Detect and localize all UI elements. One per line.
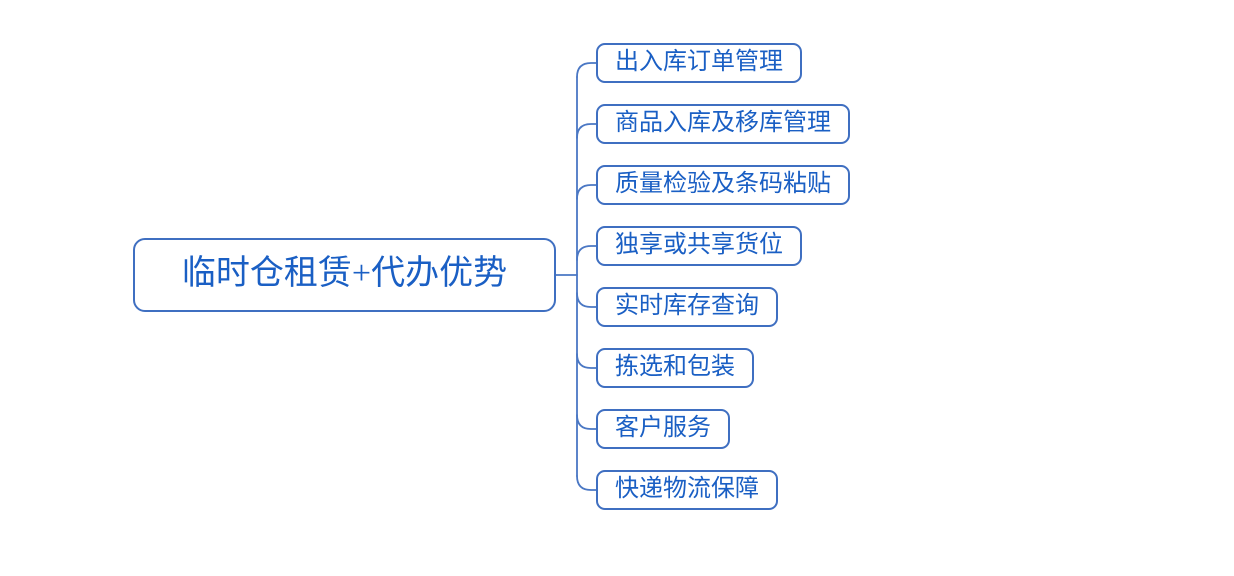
branch-line [576,414,597,430]
branch-line [576,62,597,78]
mindmap-branch-node[interactable]: 拣选和包装 [596,348,754,388]
mindmap-branch-node[interactable]: 实时库存查询 [596,287,778,327]
mindmap-branch-node[interactable]: 客户服务 [596,409,730,449]
branch-line [576,353,597,369]
mindmap-root-node[interactable]: 临时仓租赁+代办优势 [133,238,556,312]
mindmap-branch-node[interactable]: 商品入库及移库管理 [596,104,850,144]
branch-line [576,475,597,491]
branch-line [576,245,597,261]
branch-line [576,184,597,200]
branch-line [576,292,597,308]
branch-line [576,123,597,139]
mindmap-branch-node[interactable]: 独享或共享货位 [596,226,802,266]
mindmap-branch-node[interactable]: 质量检验及条码粘贴 [596,165,850,205]
mindmap-branch-node[interactable]: 出入库订单管理 [596,43,802,83]
mindmap-branch-node[interactable]: 快递物流保障 [596,470,778,510]
